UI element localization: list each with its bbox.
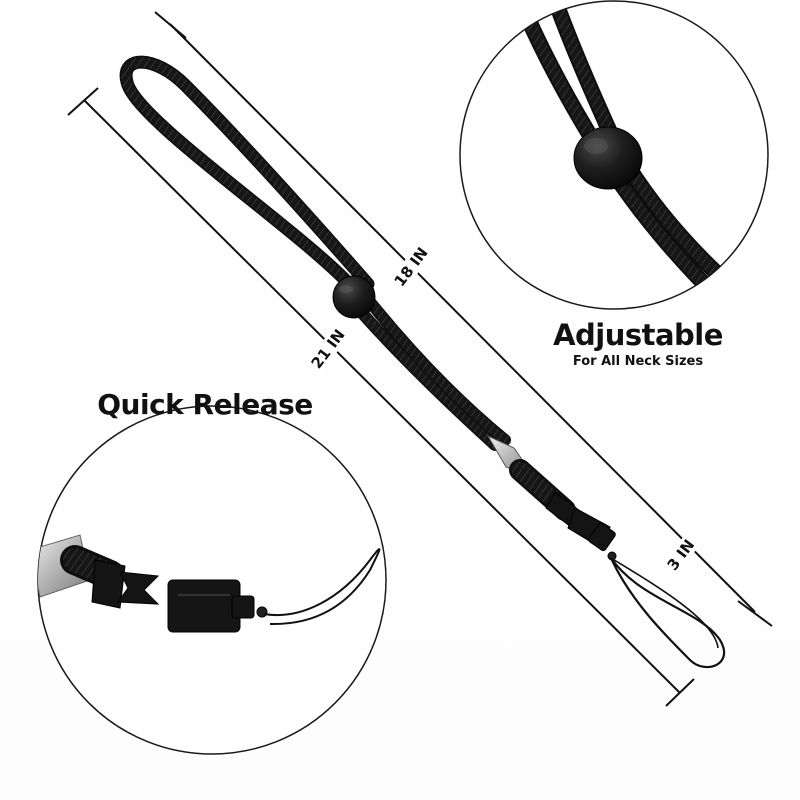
quick-release-title: Quick Release: [97, 388, 313, 421]
dimension-21in: [67, 87, 695, 707]
dimension-18in: [154, 11, 773, 627]
lanyard-main: [119, 55, 726, 669]
adjustable-subtitle: For All Neck Sizes: [572, 354, 704, 369]
buckle-female: [167, 579, 268, 633]
zoom-circle-adjustable: [459, 0, 769, 310]
buckle-main: [545, 491, 617, 561]
buckle-male: [91, 559, 160, 609]
zoom-circle-quick-release: [37, 405, 387, 755]
adjustable-title: Adjustable: [553, 318, 723, 352]
